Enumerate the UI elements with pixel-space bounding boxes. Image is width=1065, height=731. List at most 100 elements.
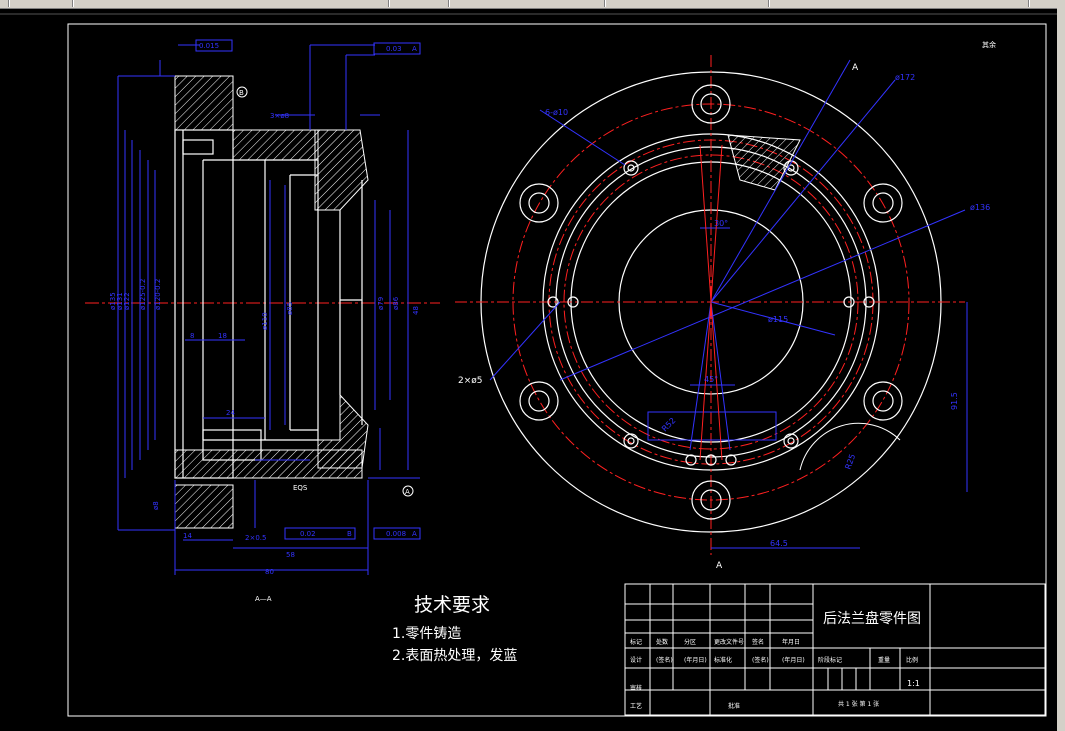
leader-2xd5 [489, 301, 561, 381]
toolbar-separator [388, 0, 390, 7]
label-2xd5: 2×ø5 [458, 376, 483, 386]
dim-d131: ø131 [116, 292, 124, 310]
tb-label-sign2: (签名) [656, 656, 673, 664]
tb-label-zone: 分区 [684, 638, 696, 646]
dim-thread: 3×ø8 [270, 112, 289, 120]
toolbar-strip [0, 0, 1065, 9]
label-a-top: A [852, 63, 859, 73]
body-outline [174, 129, 234, 479]
dim-d85: ø85 [286, 302, 294, 315]
tb-label-mark: 标记 [630, 638, 642, 646]
label-r25: R25 [843, 453, 857, 471]
tol-value-1: 0.015 [199, 42, 219, 50]
tb-label-sign: 签名 [752, 638, 764, 646]
dim-d48: 48 [412, 306, 420, 315]
label-d172: ø172 [895, 73, 915, 82]
tolerance-frame-2 [373, 42, 421, 55]
tolerance-frame-3 [284, 527, 356, 540]
cutout-arc [799, 422, 901, 471]
section-label: A—A [255, 595, 272, 603]
tol-value-2: 0.03 [386, 45, 402, 53]
dim-len14: 14 [183, 532, 192, 540]
tolerance-frame-4 [373, 527, 421, 540]
leader-a-top [710, 59, 851, 303]
tb-label-design: 设计 [630, 656, 642, 664]
label-645: 64.5 [770, 539, 788, 548]
dim-len80: 80 [265, 568, 274, 576]
label-30: 30° [714, 219, 728, 228]
tol-ref-a: A [412, 45, 417, 53]
label-45: 45° [704, 375, 718, 384]
lower-flange-hatch [174, 449, 234, 479]
dim-eqs: EQS [293, 484, 308, 492]
tech-requirements: 技术要求 1.零件铸造 2.表面热处理，发蓝 [392, 594, 517, 664]
datum-b-label: B [239, 89, 244, 97]
datum-a-circle [402, 485, 414, 497]
datum-a-label: A [405, 488, 410, 496]
dim-d135: ø135 [109, 292, 117, 310]
tb-label-standard: 标准化 [714, 656, 732, 664]
dim-d122: ø122 [123, 292, 131, 310]
bottom-hatch [174, 484, 234, 529]
toolbar-separator [1028, 0, 1030, 7]
dim-2x05: 2×0.5 [245, 534, 266, 542]
vertical-scrollbar[interactable] [1057, 8, 1065, 731]
tb-label-approve: 批准 [728, 702, 740, 710]
dim-d79: ø79 [377, 297, 385, 310]
label-915: 91.5 [950, 392, 959, 410]
leader-d172 [710, 79, 896, 303]
label-a-bottom: A [716, 561, 723, 571]
toolbar-separator [8, 0, 10, 7]
leader-d136 [559, 209, 966, 381]
tb-scale-value: 1:1 [907, 679, 920, 688]
tech-title: 技术要求 [414, 594, 490, 616]
label-d115: ø115 [768, 315, 788, 324]
hub-hatch-top [314, 129, 369, 211]
toolbar-separator [768, 0, 770, 7]
tb-label-stage: 阶段标记 [818, 656, 842, 664]
dim-d8: ø8 [152, 501, 160, 510]
broken-section [727, 134, 801, 191]
tb-label-date2: (年月日) [684, 656, 707, 664]
tb-label-change: 更改文件号 [714, 638, 744, 646]
tol-ref-b: B [347, 530, 352, 538]
drawing-frame [67, 23, 1047, 717]
flange-hatch [174, 75, 234, 131]
plan-view: ø172 ø136 91.5 64.5 6-ø10 R52 30° 45° ø1… [455, 40, 996, 571]
datum-b-circle [236, 86, 248, 98]
tech-item-1: 1.零件铸造 [392, 626, 461, 642]
dim-d110: ø110 [261, 312, 269, 330]
dim-d120: ø120-0.2 [154, 279, 162, 310]
dim-len58: 58 [286, 551, 295, 559]
tb-label-count: 处数 [656, 638, 668, 646]
dim-d86: ø86 [392, 296, 400, 310]
tb-label-review: 审核 [630, 684, 642, 692]
rest-roughness-mark: 其余 [982, 40, 996, 49]
dim-len18: 18 [218, 332, 227, 340]
tech-item-2: 2.表面热处理，发蓝 [392, 648, 517, 664]
tol-value-4: 0.008 [386, 530, 406, 538]
bottom-web-hatch [232, 449, 363, 479]
toolbar-separator [72, 0, 74, 7]
tolerance-frame-1 [195, 39, 233, 52]
dim-d125: ø125-0.2 [139, 279, 147, 310]
toolbar-separator [448, 0, 450, 7]
dim-len24: 24 [226, 409, 235, 417]
tol-ref-a2: A [412, 530, 417, 538]
tb-label-sign3: (签名) [752, 656, 769, 664]
section-view: ø135 ø131 ø122 ø125-0.2 ø120-0.2 ø110 ø8… [85, 39, 440, 603]
title-block [624, 583, 1046, 716]
drawing-name: 后法兰盘零件图 [823, 610, 921, 627]
tb-label-scale: 比例 [906, 656, 918, 664]
web-hatch [232, 129, 319, 161]
toolbar-separator [604, 0, 606, 7]
dim-len8: 8 [190, 332, 194, 340]
tb-label-process: 工艺 [630, 702, 642, 710]
tb-label-date: 年月日 [782, 638, 800, 646]
tb-label-weight: 重量 [878, 656, 890, 664]
label-d136: ø136 [970, 203, 990, 212]
tb-label-date3: (年月日) [782, 656, 805, 664]
label-r52: R52 [660, 416, 678, 434]
tol-value-3: 0.02 [300, 530, 316, 538]
